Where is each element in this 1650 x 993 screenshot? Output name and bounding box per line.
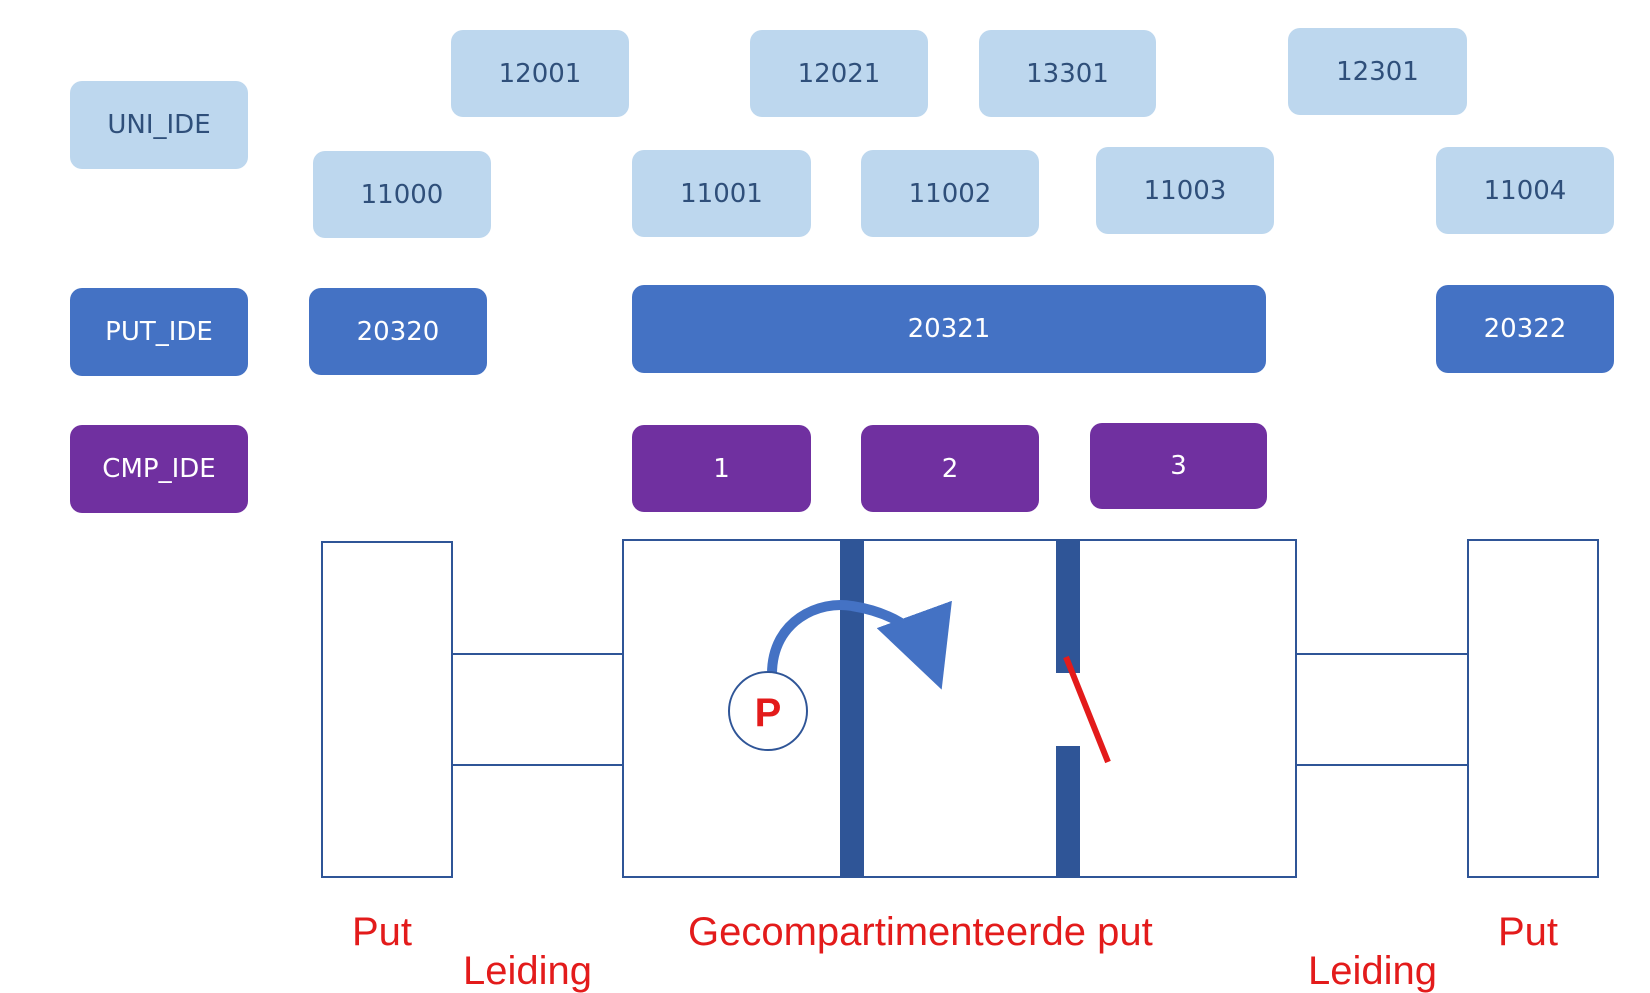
put-box: 20321	[632, 285, 1266, 373]
uni-box: 11000	[313, 151, 491, 238]
uni-box: 12021	[750, 30, 928, 117]
compartment-put	[622, 539, 1297, 878]
uni-box: 12001	[451, 30, 629, 117]
uni-ide-header: UNI_IDE	[70, 81, 248, 169]
leiding-left-label: Leiding	[463, 949, 593, 993]
uni-box: 11004	[1436, 147, 1614, 234]
cmp-ide-header: CMP_IDE	[70, 425, 248, 513]
wall-2-top	[1056, 540, 1080, 673]
pump-arrow	[767, 600, 952, 690]
left-put	[321, 541, 453, 878]
put-ide-header: PUT_IDE	[70, 288, 248, 376]
cmp-box: 2	[861, 425, 1039, 512]
gecompartimenteerde-put-label: Gecompartimenteerde put	[688, 910, 1153, 954]
uni-box: 13301	[979, 30, 1156, 117]
uni-box: 11003	[1096, 147, 1274, 234]
uni-box: 12301	[1288, 28, 1467, 115]
wall-1	[840, 540, 864, 877]
uni-box: 11001	[632, 150, 811, 237]
put-right-label: Put	[1498, 910, 1559, 954]
wall-2-bottom	[1056, 746, 1080, 877]
right-put	[1467, 539, 1599, 878]
left-pipe	[452, 653, 623, 766]
cmp-box: 1	[632, 425, 811, 512]
put-left-label: Put	[352, 910, 413, 954]
pump-label: P	[755, 691, 782, 735]
uni-box: 11002	[861, 150, 1039, 237]
right-pipe	[1296, 653, 1468, 766]
put-box: 20320	[309, 288, 487, 375]
valve-flap	[1063, 655, 1111, 764]
leiding-right-label: Leiding	[1308, 949, 1438, 993]
cmp-box: 3	[1090, 423, 1267, 509]
put-box: 20322	[1436, 285, 1614, 373]
pump-circle	[728, 671, 808, 751]
